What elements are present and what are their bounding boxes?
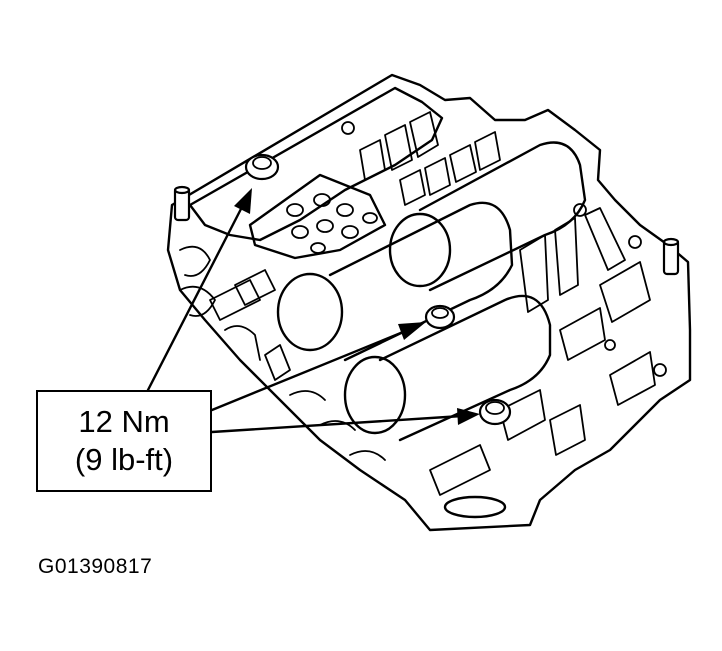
right-dowel-pin [662, 237, 680, 276]
right-channel-details [429, 207, 656, 496]
bolt-bottom [478, 398, 512, 426]
perforated-plate [248, 173, 387, 260]
leader-arrows [146, 188, 480, 434]
bottom-oval-port [443, 495, 507, 519]
torque-imperial-label: (9 lb-ft) [74, 442, 174, 477]
bolt-top [244, 153, 280, 181]
torque-metric-label: 12 Nm [78, 404, 170, 439]
left-dowel-pin [173, 185, 191, 222]
figure-id-label: G01390817 [38, 555, 153, 578]
bolt-middle [424, 304, 456, 330]
torque-callout-box: 12 Nm (9 lb-ft) [36, 390, 212, 492]
valve-body-outline [166, 73, 692, 532]
solenoid-cylinders [276, 141, 587, 442]
left-casting-details [179, 245, 386, 461]
bolt-holes [341, 121, 667, 377]
ribbed-spools [359, 111, 501, 206]
